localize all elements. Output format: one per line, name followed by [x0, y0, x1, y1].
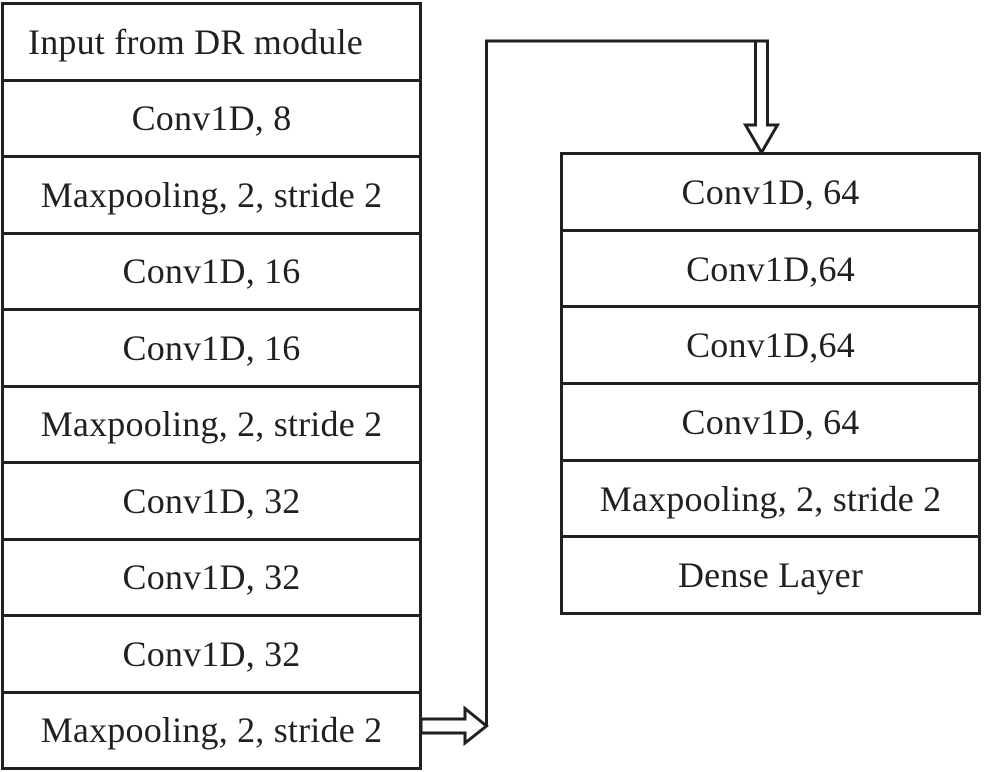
layer-conv1d-32-b: Conv1D, 32 — [4, 541, 419, 617]
right-layer-stack: Conv1D, 64 Conv1D,64 Conv1D,64 Conv1D, 6… — [560, 152, 981, 615]
layer-input-from-dr: Input from DR module — [4, 5, 419, 82]
layer-conv1d-8: Conv1D, 8 — [4, 82, 419, 158]
layer-conv1d-16-a: Conv1D, 16 — [4, 235, 419, 311]
layer-dense: Dense Layer — [677, 555, 864, 596]
flow-arrow-right-icon — [419, 705, 489, 747]
flow-arrow-down-icon — [742, 39, 781, 156]
layer-conv1d-32-c: Conv1D, 32 — [4, 617, 419, 694]
layer-conv1d-64-d: Conv1D, 64 — [563, 385, 978, 462]
left-layer-stack: Input from DR module Conv1D, 8 Maxpoolin… — [1, 2, 422, 770]
layer-conv1d-16-b: Conv1D, 16 — [4, 311, 419, 388]
layer-conv1d-64-a: Conv1D, 64 — [563, 155, 978, 232]
layer-maxpool-2: Maxpooling, 2, stride 2 — [4, 388, 419, 464]
layer-conv1d-64-c: Conv1D,64 — [563, 308, 978, 386]
layer-maxpool-4: Maxpooling, 2, stride 2 — [563, 462, 978, 539]
layer-maxpool-3: Maxpooling, 2, stride 2 — [40, 710, 383, 751]
layer-conv1d-64-b: Conv1D,64 — [563, 232, 978, 309]
layer-maxpool-1: Maxpooling, 2, stride 2 — [4, 158, 419, 235]
layer-conv1d-32-a: Conv1D, 32 — [4, 464, 419, 541]
